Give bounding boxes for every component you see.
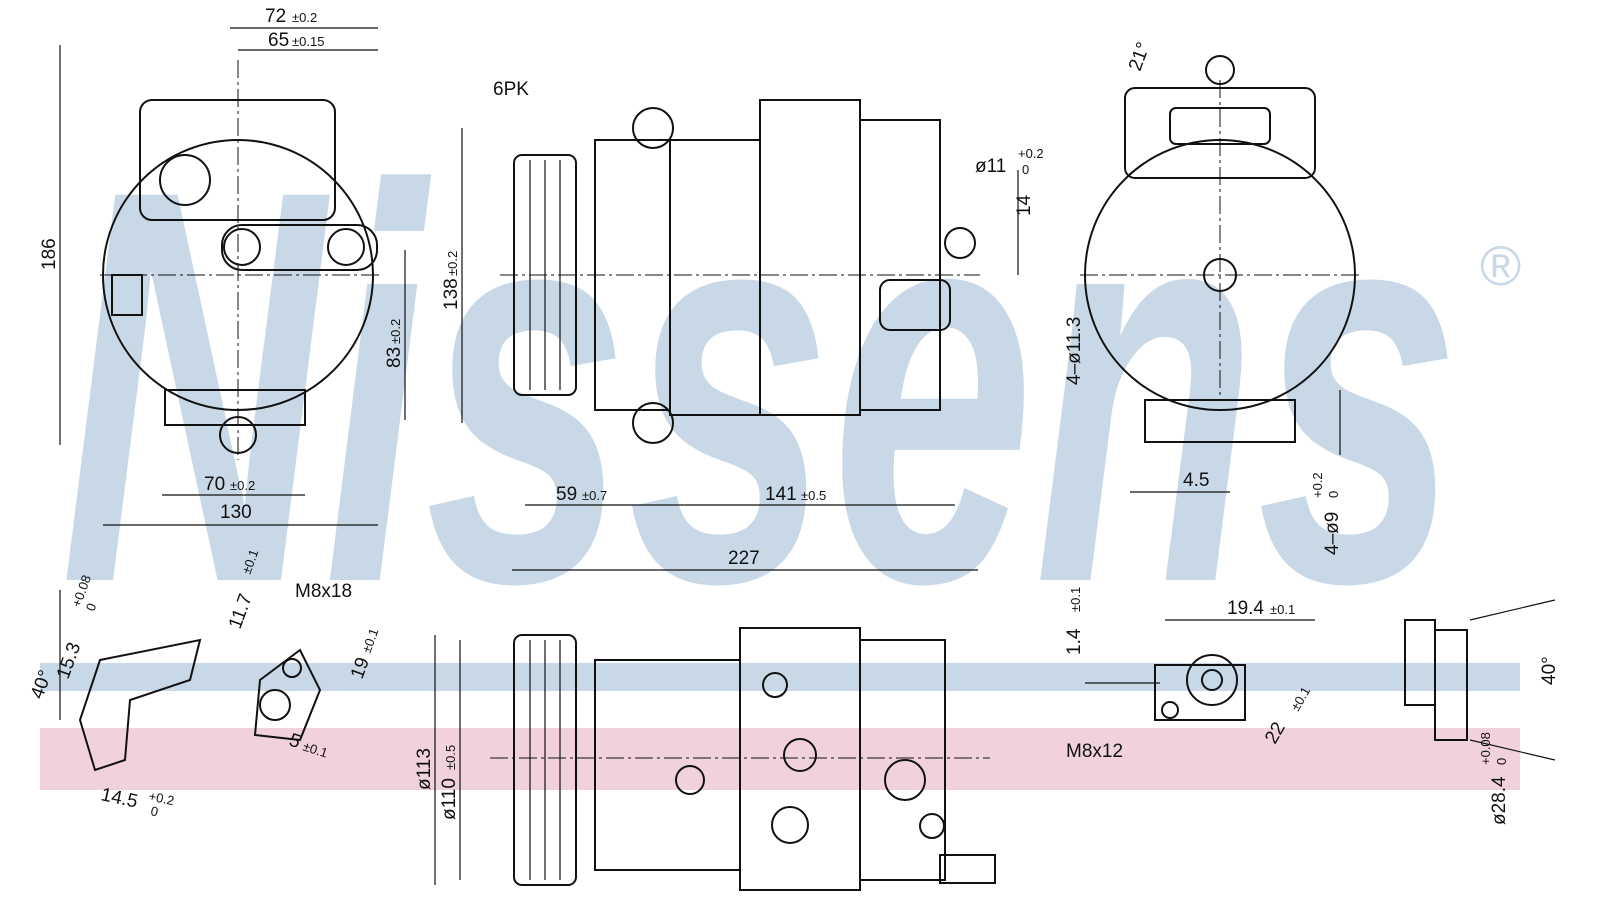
- tol: ±0.1: [1270, 602, 1295, 617]
- rear-view: 21° 4–ø11.3 4.5 4–ø9 +0.2 0: [1064, 40, 1360, 555]
- front-view: 72 ±0.2 65 ±0.15 186 83 ±0.2 70 ±0.2 130: [39, 6, 406, 526]
- dim-offset: 4.5: [1183, 470, 1209, 491]
- tol: +0.2: [147, 788, 175, 808]
- detail-port-block: 1.4 ±0.1 19.4 ±0.1 M8x12 22 ±0.1: [1064, 587, 1315, 762]
- dim-height: 186: [39, 238, 60, 270]
- blue-band: [40, 663, 1520, 691]
- dim-base: 70: [204, 474, 225, 495]
- tol: ±0.7: [582, 488, 607, 503]
- tol: ±0.5: [443, 745, 458, 770]
- dim-pulley-dia: ø113: [414, 748, 435, 790]
- dim-d2: 19.4: [1227, 598, 1264, 619]
- dim-angle: 21°: [1125, 40, 1155, 74]
- side-view: 6PK 138 ±0.2 59 ±0.7 141 ±0.5 ø11 +0.2 0…: [441, 79, 1044, 506]
- dim-height: 138: [441, 278, 462, 310]
- dim-total-width: 130: [220, 502, 252, 523]
- bottom-view: 227 ø113 ø110 ±0.5: [414, 548, 996, 891]
- tol: +0.2: [1018, 146, 1044, 161]
- tol: 0: [83, 601, 100, 613]
- belt-label: 6PK: [493, 79, 529, 100]
- dim-mount-height: 83: [384, 347, 405, 368]
- dim-pulley-offset: 59: [556, 484, 577, 505]
- detail-fitting-right: 40° ø28.4 +0.08 0: [1404, 599, 1560, 825]
- dim-body-length: 141: [765, 484, 797, 505]
- pink-band: [40, 728, 1520, 790]
- dim-angle: 40°: [1539, 656, 1560, 685]
- tol: 0: [149, 803, 159, 819]
- tol: ±0.15: [292, 34, 324, 49]
- thread-label: M8x18: [295, 581, 352, 602]
- dim-pulley-dia2: ø110: [439, 778, 460, 820]
- tol: ±0.2: [388, 319, 403, 344]
- dim-port-height: 14: [1014, 194, 1035, 216]
- dim-length: 227: [728, 548, 760, 569]
- dim-port-dia: ø11: [975, 156, 1006, 177]
- tol: ±0.1: [301, 739, 330, 761]
- dim-width-inner: 65: [268, 30, 289, 51]
- tol: +0.08: [1478, 732, 1493, 765]
- detail-fitting-left: 40° 15.3 +0.08 0 14.5 +0.2 0: [27, 573, 202, 819]
- tol: 0: [1022, 162, 1029, 177]
- tol: ±0.2: [445, 251, 460, 276]
- dim-d1: 1.4: [1064, 628, 1085, 655]
- tol: 0: [1326, 491, 1341, 498]
- tol: ±0.2: [292, 10, 317, 25]
- dim-width-top: 72: [265, 6, 286, 27]
- dim-holes2: 4–ø9: [1322, 512, 1343, 555]
- tol: ±0.2: [230, 478, 255, 493]
- tol: ±0.5: [801, 488, 826, 503]
- tol: 0: [1494, 758, 1509, 765]
- registered-mark: ®: [1480, 234, 1521, 297]
- dim-holes: 4–ø11.3: [1064, 317, 1085, 385]
- tol: +0.2: [1310, 472, 1325, 498]
- thread-label: M8x12: [1066, 741, 1123, 762]
- dim-dia: ø28.4: [1489, 776, 1510, 825]
- tol: ±0.1: [1068, 587, 1083, 612]
